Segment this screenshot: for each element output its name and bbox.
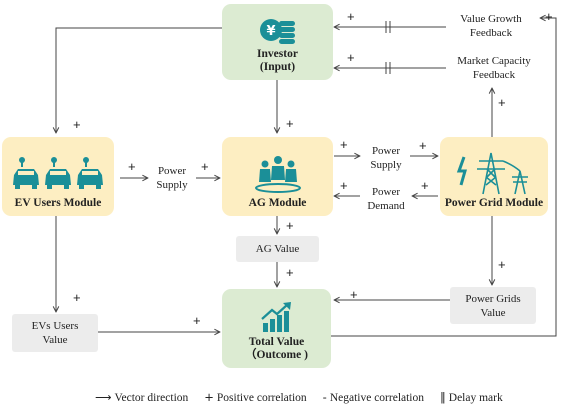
plus-sign: +: [340, 178, 348, 193]
plus-sign: +: [340, 137, 348, 152]
plus-sign: +: [498, 257, 506, 272]
money-stack-icon: ¥: [259, 19, 295, 44]
evs-users-value-line1: EVs Users: [31, 320, 79, 332]
plus-sign: +: [498, 95, 506, 110]
value-growth-loop: [331, 18, 557, 337]
plus-sign: +: [419, 138, 427, 153]
minus-icon: -: [322, 390, 327, 404]
power-grids-value-line2: Value: [480, 306, 506, 319]
investor-title: Investor: [257, 48, 298, 60]
plus-sign: +: [73, 117, 81, 132]
arrow-icon: ⟶: [95, 390, 112, 404]
plus-sign: +: [128, 159, 136, 174]
power-grids-value-line1: Power Grids: [465, 292, 521, 305]
power-grid-module: Power Grid Module: [440, 137, 548, 216]
ev-users-module: EV Users Module: [2, 137, 114, 216]
plus-sign: +: [286, 116, 294, 131]
ag-value-label: AG Value: [255, 243, 300, 255]
plus-icon: +: [204, 390, 214, 404]
people-group-icon: [254, 156, 301, 193]
ev-ag-power-supply-label: Power Supply: [156, 165, 188, 191]
investor-module: ¥ Investor (Input): [222, 4, 333, 80]
plus-sign: +: [350, 287, 358, 302]
power-grids-value-box: Power Grids Value: [450, 287, 536, 324]
legend-negative: -Negative correlation: [322, 390, 425, 404]
plus-sign: +: [421, 178, 429, 193]
evs-users-value-box: EVs Users Value: [12, 314, 98, 352]
growth-chart-icon: [260, 302, 291, 332]
total-value-title: Total Value: [248, 336, 305, 348]
electric-cars-icon: [13, 157, 103, 189]
value-growth-feedback-label: Value Growth Feedback: [460, 13, 522, 39]
power-tower-icon: [456, 152, 528, 195]
legend-delay: ‖Delay mark: [440, 390, 503, 404]
delay-mark-icon: ‖: [440, 390, 446, 404]
ag-value-box: AG Value: [236, 236, 319, 262]
plus-sign: +: [286, 265, 294, 280]
grid-ag-power-demand-label: Power Demand: [367, 186, 405, 212]
legend-vector: ⟶Vector direction: [95, 390, 189, 404]
plus-sign: +: [347, 9, 355, 24]
ag-grid-power-supply-label: Power Supply: [370, 145, 402, 171]
ev-users-title: EV Users Module: [14, 197, 102, 209]
plus-sign: +: [545, 9, 553, 24]
evs-users-value-line2: Value: [42, 334, 68, 346]
total-value-module: Total Value （Outcome ): [222, 289, 331, 368]
plus-sign: +: [347, 50, 355, 65]
legend-positive: +Positive correlation: [204, 390, 307, 404]
plus-sign: +: [193, 313, 201, 328]
investor-to-ev-arrow: [56, 27, 222, 133]
ag-title: AG Module: [248, 197, 307, 209]
total-value-subtitle: （Outcome ): [245, 349, 308, 361]
ag-module: AG Module: [222, 137, 333, 216]
svg-text:¥: ¥: [266, 24, 275, 39]
delay-mark-market-capacity: [385, 62, 391, 74]
market-capacity-feedback-label: Market Capacity Feedback: [457, 55, 531, 81]
legend: ⟶Vector direction +Positive correlation …: [95, 390, 503, 404]
plus-sign: +: [201, 159, 209, 174]
power-grid-title: Power Grid Module: [444, 197, 544, 209]
plus-sign: +: [73, 290, 81, 305]
delay-mark-value-growth: [385, 21, 391, 33]
plus-sign: +: [286, 218, 294, 233]
investor-subtitle: (Input): [259, 61, 296, 73]
